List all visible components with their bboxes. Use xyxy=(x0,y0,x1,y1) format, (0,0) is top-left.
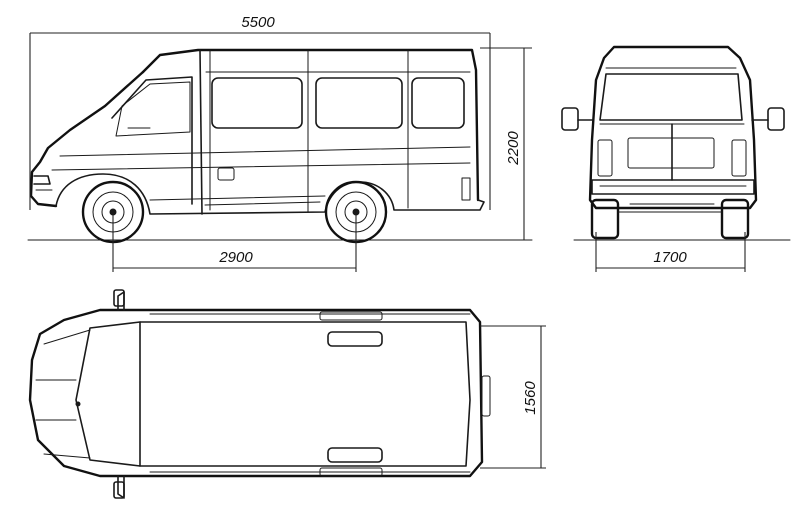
rear-view xyxy=(561,45,791,241)
side-view xyxy=(27,48,533,244)
dimension-wheelbase: 2900 xyxy=(112,215,357,272)
body-width-label: 1560 xyxy=(522,381,539,415)
dimension-track-width: 1700 xyxy=(595,232,746,272)
overall-length-label: 5500 xyxy=(241,14,275,31)
top-view xyxy=(28,289,491,499)
overall-height-label: 2200 xyxy=(505,131,522,166)
track-width-label: 1700 xyxy=(653,249,687,266)
dimension-overall-length: 5500 xyxy=(29,14,491,210)
wheelbase-label: 2900 xyxy=(218,249,253,266)
dimension-overall-height: 2200 xyxy=(480,47,532,240)
dimension-body-width: 1560 xyxy=(480,325,546,469)
